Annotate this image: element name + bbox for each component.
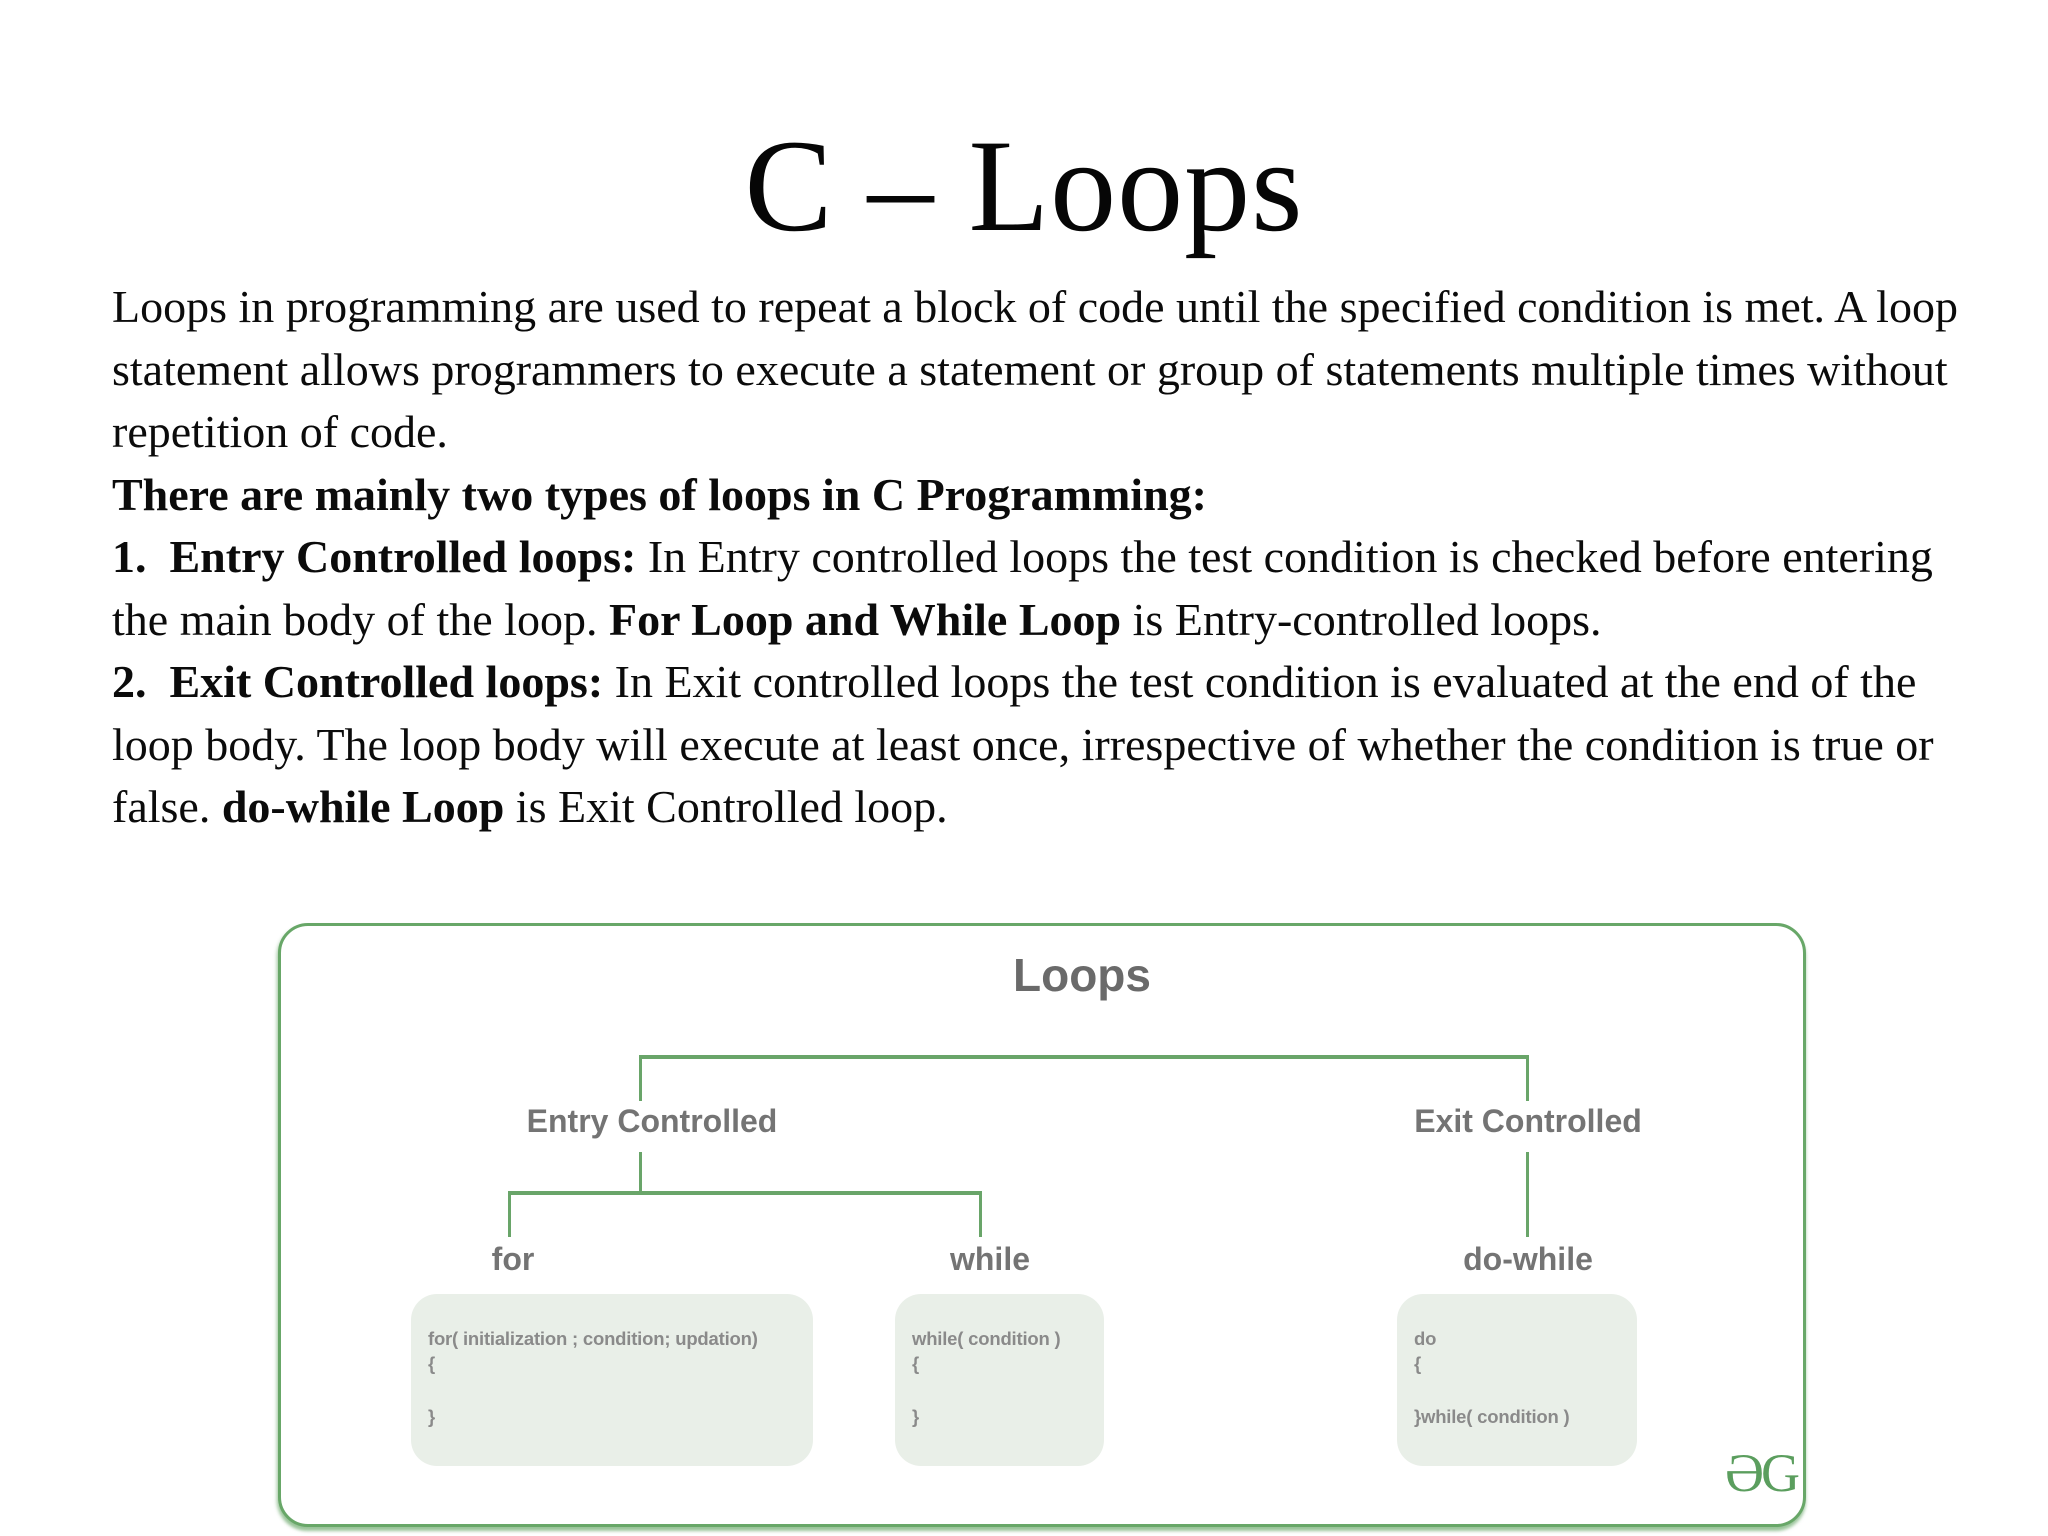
for-syntax-box: for( initialization ; condition; updatio… <box>411 1294 813 1466</box>
exit-item-label: 2. Exit Controlled loops: <box>112 656 604 707</box>
loops-diagram: Loops Entry Controlled Exit Controlled f… <box>278 923 1806 1527</box>
exit-controlled-item: 2. Exit Controlled loops: In Exit contro… <box>112 651 1968 839</box>
label-entry-controlled: Entry Controlled <box>526 1103 778 1139</box>
for-syntax-line1: for( initialization ; condition; updatio… <box>428 1328 758 1349</box>
label-exit-controlled: Exit Controlled <box>1414 1103 1642 1139</box>
label-while: while <box>949 1241 1030 1277</box>
intro-text: Loops in programming are used to repeat … <box>112 281 1958 457</box>
entry-item-tail: is Entry-controlled loops. <box>1121 593 1602 645</box>
do-while-syntax-gap <box>1414 1376 1637 1404</box>
page-title: C – Loops <box>744 112 1304 259</box>
connector-entry-stem <box>639 1152 642 1195</box>
entry-item-bold: For Loop and While Loop <box>608 593 1122 645</box>
label-do-while: do-while <box>1463 1241 1593 1277</box>
while-syntax-box: while( condition ) { } <box>895 1294 1104 1466</box>
for-syntax-line2: { <box>428 1353 435 1374</box>
types-heading: There are mainly two types of loops in C… <box>112 468 1207 520</box>
entry-item-text: In Entry controlled loops the test condi… <box>112 531 1933 645</box>
while-syntax-gap <box>912 1376 1104 1404</box>
intro-paragraph: Loops in programming are used to repeat … <box>112 276 1968 464</box>
connector-top-right-drop <box>1526 1055 1529 1101</box>
for-syntax-line3: } <box>428 1406 435 1427</box>
do-while-syntax-code: do { }while( condition ) <box>1397 1294 1637 1429</box>
connector-mid-horizontal <box>508 1191 982 1195</box>
connector-dowhile-drop <box>1526 1152 1529 1237</box>
for-syntax-code: for( initialization ; condition; updatio… <box>411 1294 813 1429</box>
geeksforgeeks-logo-icon: ƏG <box>1725 1443 1800 1503</box>
connector-for-drop <box>508 1191 511 1237</box>
while-syntax-line2: { <box>912 1353 919 1374</box>
connector-while-drop <box>979 1191 982 1237</box>
exit-item-text: In Exit controlled loops the test condit… <box>112 656 1934 832</box>
do-while-syntax-line2: { <box>1414 1353 1421 1374</box>
exit-item-bold: do-while Loop <box>221 781 505 832</box>
do-while-syntax-line3: }while( condition ) <box>1414 1406 1570 1427</box>
exit-item-tail: is Exit Controlled loop. <box>504 781 948 832</box>
do-while-syntax-box: do { }while( condition ) <box>1397 1294 1637 1466</box>
connector-top-horizontal <box>639 1055 1529 1059</box>
entry-controlled-item: 1. Entry Controlled loops: In Entry cont… <box>112 526 1968 651</box>
label-for: for <box>491 1241 535 1277</box>
entry-item-label: 1. Entry Controlled loops: <box>112 531 637 582</box>
while-syntax-line1: while( condition ) <box>912 1328 1061 1349</box>
do-while-syntax-line1: do <box>1414 1328 1437 1349</box>
while-syntax-code: while( condition ) { } <box>895 1294 1104 1429</box>
for-syntax-gap <box>428 1376 813 1404</box>
connector-top-left-drop <box>639 1055 642 1101</box>
article-text: Loops in programming are used to repeat … <box>112 276 1968 839</box>
while-syntax-line3: } <box>912 1406 919 1427</box>
diagram-title: Loops <box>1013 949 1151 1001</box>
